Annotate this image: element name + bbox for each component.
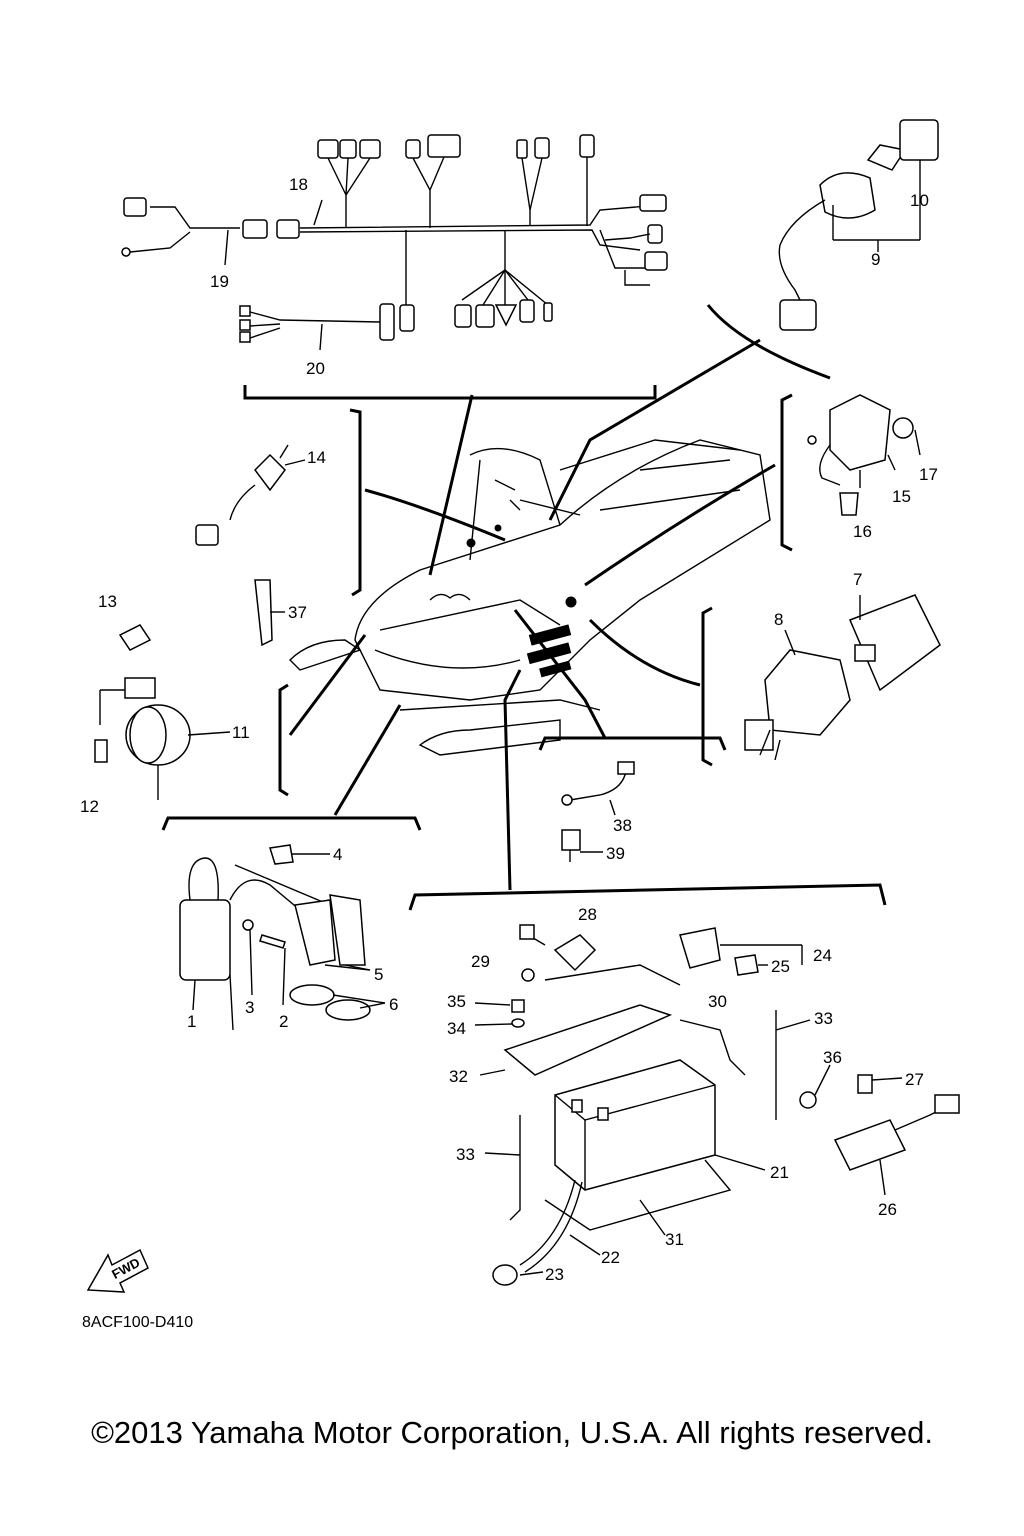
callout-21: 21 bbox=[770, 1163, 789, 1182]
callout-28: 28 bbox=[578, 905, 597, 924]
callout-12: 12 bbox=[80, 797, 99, 816]
callout-8: 8 bbox=[774, 610, 783, 629]
callout-16: 16 bbox=[853, 522, 872, 541]
main-switch-group bbox=[706, 119, 939, 380]
callout-27: 27 bbox=[905, 1070, 924, 1089]
callout-1: 1 bbox=[187, 1012, 196, 1031]
battery-group bbox=[408, 883, 960, 1286]
callout-7: 7 bbox=[853, 570, 862, 589]
callout-4: 4 bbox=[333, 845, 342, 864]
wire-harness-group bbox=[121, 134, 668, 400]
band-37 bbox=[254, 579, 285, 647]
callout-35: 35 bbox=[447, 992, 466, 1011]
diagram-code: 8ACF100-D410 bbox=[82, 1314, 193, 1331]
callout-15: 15 bbox=[892, 487, 911, 506]
callout-17: 17 bbox=[919, 465, 938, 484]
callout-23: 23 bbox=[545, 1265, 564, 1284]
callout-25: 25 bbox=[771, 957, 790, 976]
cdi-group bbox=[780, 393, 921, 552]
callout-36: 36 bbox=[823, 1048, 842, 1067]
callout-29: 29 bbox=[471, 952, 490, 971]
callout-39: 39 bbox=[606, 844, 625, 863]
callout-14: 14 bbox=[307, 448, 326, 467]
callout-19: 19 bbox=[210, 272, 229, 291]
callout-13: 13 bbox=[98, 592, 117, 611]
callout-labels: 1 2 3 4 5 6 7 8 9 10 11 12 13 14 15 16 1… bbox=[80, 175, 938, 1331]
callout-31: 31 bbox=[665, 1230, 684, 1249]
leader-arrows bbox=[288, 338, 776, 891]
callout-2: 2 bbox=[279, 1012, 288, 1031]
callout-3: 3 bbox=[245, 998, 254, 1017]
callout-26: 26 bbox=[878, 1200, 897, 1219]
callout-24: 24 bbox=[813, 946, 832, 965]
callout-18: 18 bbox=[289, 175, 308, 194]
callout-34: 34 bbox=[447, 1019, 466, 1038]
callout-10: 10 bbox=[910, 191, 929, 210]
resistor-group bbox=[538, 736, 727, 862]
callout-38: 38 bbox=[613, 816, 632, 835]
ignition-coil-group bbox=[161, 816, 422, 1031]
callout-33a: 33 bbox=[814, 1009, 833, 1028]
callout-5: 5 bbox=[374, 965, 383, 984]
callout-20: 20 bbox=[306, 359, 325, 378]
callout-33b: 33 bbox=[456, 1145, 475, 1164]
horn-group bbox=[94, 624, 289, 800]
cdi-unit-group bbox=[701, 594, 941, 767]
stop-switch-group bbox=[195, 408, 362, 597]
snowmobile-body bbox=[289, 439, 771, 756]
callout-30: 30 bbox=[708, 992, 727, 1011]
callout-37: 37 bbox=[288, 603, 307, 622]
callout-9: 9 bbox=[871, 250, 880, 269]
fwd-arrow: FWD bbox=[86, 1248, 149, 1293]
callout-11: 11 bbox=[232, 723, 250, 742]
callout-32: 32 bbox=[449, 1067, 468, 1086]
copyright-notice: ©2013 Yamaha Motor Corporation, U.S.A. A… bbox=[91, 1415, 933, 1450]
callout-6: 6 bbox=[389, 995, 398, 1014]
callout-22: 22 bbox=[601, 1248, 620, 1267]
